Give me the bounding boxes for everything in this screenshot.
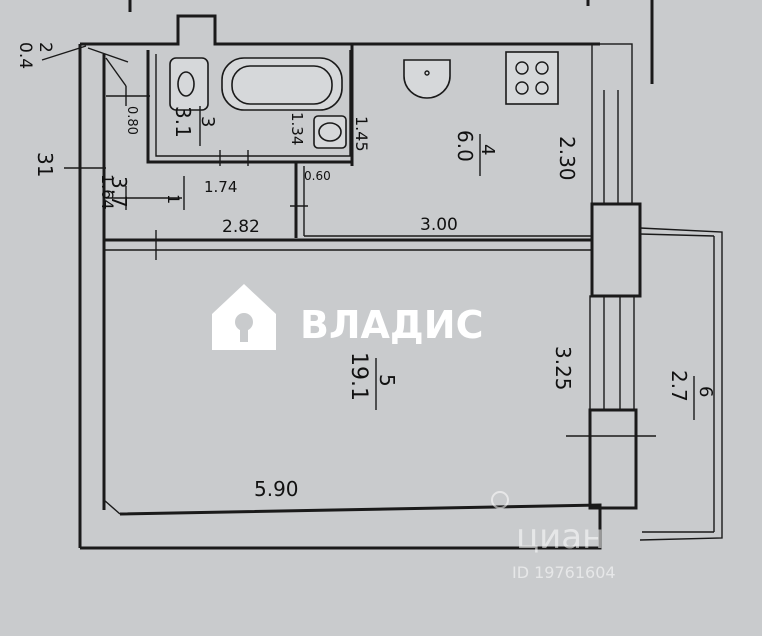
stove-icon (505, 51, 559, 105)
drain-icon (424, 70, 430, 76)
bathtub-inner (231, 65, 333, 105)
dim-5-90: 5.90 (254, 477, 299, 501)
wall-corner (103, 499, 121, 515)
room-3-area: 3.1 (171, 106, 195, 138)
room-2-area: 0.4 (15, 42, 35, 69)
dim-leader (87, 47, 129, 63)
dim-leader (105, 57, 127, 87)
dim-leader (41, 45, 87, 61)
room-6-number: 6 (695, 386, 716, 397)
dim-1-45: 1.45 (352, 116, 371, 152)
balcony-outline (639, 227, 723, 541)
dim-1-34: 1.34 (288, 112, 306, 145)
bathroom-inner-wall (155, 50, 351, 157)
kitchen-sink-icon (403, 59, 451, 99)
bathroom-wall (146, 50, 296, 164)
room-5-number: 5 (375, 374, 399, 387)
cian-logo-icon (491, 491, 509, 509)
room-3-number: 3 (197, 116, 218, 127)
burner-icon (515, 61, 529, 75)
cian-id: ID 19761604 (512, 563, 616, 582)
window-kitchen (591, 43, 633, 205)
dim-2-82: 2.82 (222, 217, 260, 237)
room-4-area: 6.0 (453, 130, 477, 162)
burner-icon (535, 61, 549, 75)
house-key-icon (212, 284, 276, 350)
window-room (589, 295, 635, 411)
brand-watermark: ВЛАДИС (300, 303, 483, 347)
dim-2-30: 2.30 (555, 136, 579, 181)
balcony-rail (639, 233, 715, 237)
dim-3-25: 3.25 (551, 346, 575, 391)
room-6-area: 2.7 (667, 370, 691, 402)
room-1-area: 3.7 (107, 176, 131, 208)
outer-wall-top (80, 14, 600, 46)
dim-31: 31 (33, 152, 57, 177)
dim-1-64: 1.64 (98, 174, 117, 210)
dim-0-60: 0.60 (304, 169, 331, 183)
room-2-number: 2 (35, 42, 55, 53)
burner-icon (515, 81, 529, 95)
dim-3-00: 3.00 (420, 215, 458, 235)
sink-bowl (318, 122, 342, 142)
toilet-bowl (177, 71, 195, 97)
cian-watermark: циан (516, 517, 604, 557)
outer-wall-bottom (80, 503, 602, 550)
dim-0-80: 0.80 (124, 106, 139, 135)
wall-pier (590, 202, 642, 298)
burner-icon (535, 81, 549, 95)
room-1-number: 1 (164, 194, 183, 204)
room-5-area: 19.1 (346, 352, 371, 401)
wall-pier (588, 408, 638, 510)
room-4-number: 4 (477, 144, 498, 155)
dim-1-74: 1.74 (204, 178, 237, 196)
